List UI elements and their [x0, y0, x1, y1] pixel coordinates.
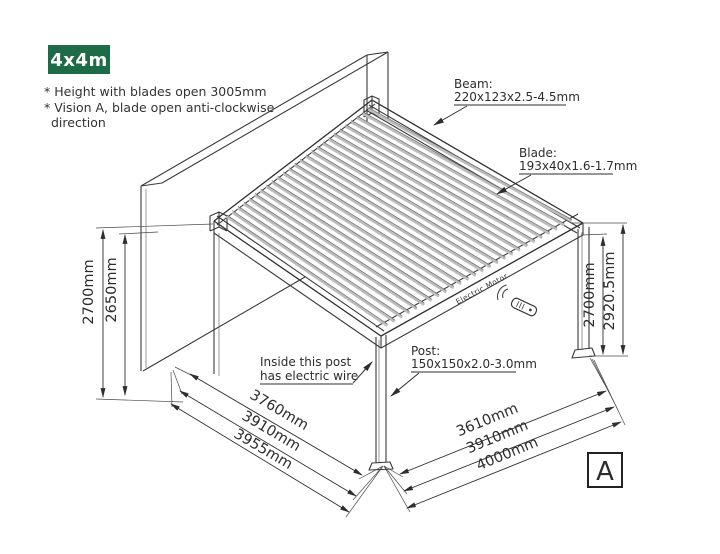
wall-post-edge — [213, 233, 220, 376]
note-vision-2: direction — [51, 115, 106, 130]
wall — [140, 51, 389, 372]
dim-right-inner-label: 2700mm — [582, 262, 598, 327]
callout-beam-title: Beam: — [454, 77, 493, 91]
wall-bracket-left — [209, 211, 228, 232]
size-badge-box — [48, 45, 110, 74]
callout-wire-line2: has electric wire — [260, 369, 358, 383]
signal-waves-icon — [497, 284, 509, 301]
note-vision-1: * Vision A, blade open anti-clockwise — [44, 100, 275, 115]
callout-post-title: Post: — [411, 344, 440, 358]
note-height: * Height with blades open 3005mm — [44, 84, 267, 99]
remote-control-icon — [497, 284, 538, 317]
view-a-box: A — [587, 452, 623, 488]
callout-beam: Beam: 220x123x2.5-4.5mm — [433, 77, 580, 126]
callout-electric-wire: Inside this post has electric wire — [260, 355, 373, 385]
view-a-letter: A — [596, 457, 614, 487]
dimension-right-inner: 2700mm — [580, 233, 608, 355]
dim-left-outer-label: 2700mm — [81, 259, 97, 324]
callout-post-spec: 150x150x2.0-3.0mm — [411, 357, 537, 371]
louver-blades — [225, 107, 573, 327]
callout-blade: Blade: 193x40x1.6-1.7mm — [496, 146, 637, 195]
callout-beam-spec: 220x123x2.5-4.5mm — [454, 90, 580, 104]
dimension-left-outer: 2700mm — [81, 223, 214, 403]
front-post — [368, 335, 394, 471]
dimension-right-outer: 2920.5mm — [572, 222, 628, 357]
dimension-left-inner: 2650mm — [104, 231, 159, 396]
callout-blade-spec: 193x40x1.6-1.7mm — [519, 159, 637, 173]
dim-left-inner-label: 2650mm — [104, 257, 120, 322]
callout-wire-line1: Inside this post — [260, 355, 351, 369]
callout-post: Post: 150x150x2.0-3.0mm — [390, 344, 537, 397]
dim-right-outer-label: 2920.5mm — [602, 252, 618, 331]
callout-blade-title: Blade: — [519, 146, 557, 160]
right-post — [571, 227, 596, 359]
size-badge-label: 4x4m — [50, 50, 107, 71]
spec-notes: * Height with blades open 3005mm * Visio… — [44, 84, 275, 130]
view-a-frame — [587, 452, 623, 488]
size-badge: 4x4m — [48, 45, 110, 74]
